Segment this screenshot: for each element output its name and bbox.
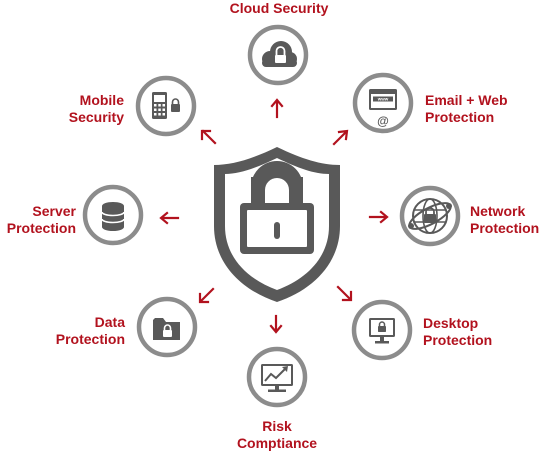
label-cloud-line-1: Cloud Security xyxy=(229,0,329,16)
database-icon xyxy=(101,202,125,231)
label-server: Server Protection xyxy=(0,203,76,237)
label-data: Data Protection xyxy=(30,314,125,348)
arrow-to-network xyxy=(368,210,389,224)
label-server-line-1: Server xyxy=(32,203,76,219)
node-server xyxy=(82,184,144,246)
arrow-to-desktop xyxy=(336,285,353,302)
label-server-line-2: Protection xyxy=(6,220,76,236)
node-desktop xyxy=(351,299,413,361)
label-risk-line-2: Comptiance xyxy=(236,435,318,451)
node-cloud xyxy=(247,24,309,86)
folder-lock-icon xyxy=(153,318,180,340)
label-desktop-line-2: Protection xyxy=(423,332,493,348)
desktop-lock-icon xyxy=(369,318,395,344)
arrow-to-cloud xyxy=(270,98,284,119)
email-web-icon: www @ xyxy=(369,89,397,128)
svg-text:www: www xyxy=(377,97,389,102)
node-mobile xyxy=(135,75,197,137)
node-email: www @ xyxy=(352,72,414,134)
node-network xyxy=(399,185,461,247)
label-mobile: Mobile Security xyxy=(40,92,124,126)
label-email-line-1: Email + Web xyxy=(425,92,508,108)
network-globe-icon xyxy=(408,198,452,234)
label-network-line-1: Network xyxy=(470,203,526,219)
label-risk-line-1: Risk xyxy=(262,418,292,434)
label-risk: Risk Comptiance xyxy=(217,418,337,452)
label-network: Network Protection xyxy=(470,203,539,237)
arrow-to-mobile xyxy=(200,129,217,145)
arrow-to-data xyxy=(198,287,215,304)
label-email-line-2: Protection xyxy=(425,109,495,125)
label-desktop: Desktop Protection xyxy=(423,315,492,349)
arrow-to-server xyxy=(159,211,180,225)
svg-text:@: @ xyxy=(377,114,389,128)
label-mobile-line-2: Security xyxy=(68,109,124,125)
arrow-to-risk xyxy=(269,314,283,334)
label-email: Email + Web Protection xyxy=(425,92,508,126)
label-data-line-2: Protection xyxy=(55,331,125,347)
label-data-line-1: Data xyxy=(94,314,125,330)
risk-chart-icon xyxy=(261,364,293,392)
node-data xyxy=(136,296,198,358)
node-risk xyxy=(246,346,308,408)
label-network-line-2: Protection xyxy=(470,220,540,236)
arrow-to-email xyxy=(332,129,349,146)
label-desktop-line-1: Desktop xyxy=(423,315,479,331)
label-mobile-line-1: Mobile xyxy=(79,92,124,108)
shield-padlock-icon xyxy=(214,147,340,302)
label-cloud: Cloud Security xyxy=(209,0,349,17)
cloud-lock-icon xyxy=(262,41,297,67)
mobile-lock-icon xyxy=(152,92,180,119)
